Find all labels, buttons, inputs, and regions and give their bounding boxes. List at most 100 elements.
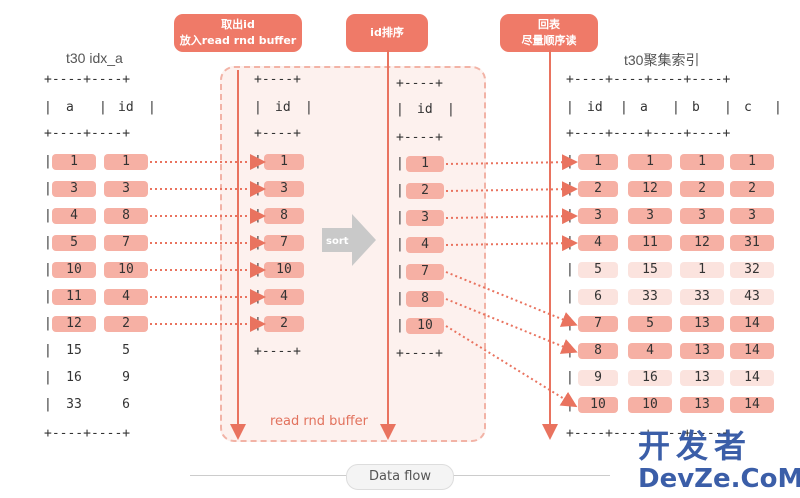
right-table-pipe: | [620, 100, 628, 115]
sorted-header-id: id [417, 102, 433, 117]
right-header-b: b [692, 100, 700, 115]
lookup-arrow [445, 208, 578, 225]
pill-line: id排序 [370, 26, 404, 39]
right-table-pipe: | [672, 100, 680, 115]
right-cell-b: 13 [680, 343, 724, 359]
left-cell-id: 4 [104, 289, 148, 305]
left-cell-a: 12 [52, 316, 96, 332]
left-cell-a: 11 [52, 289, 96, 305]
lookup-arrow [445, 181, 578, 198]
right-cell-a: 15 [628, 262, 672, 278]
left-cell-a: 16 [66, 370, 82, 385]
sorted-border-mid: +----+ [396, 130, 443, 145]
left-table-pipe: | [44, 262, 52, 277]
left-cell-id: 8 [104, 208, 148, 224]
left-table-pipe: | [148, 100, 156, 115]
right-table-pipe: | [566, 370, 574, 385]
right-header-c: c [744, 100, 752, 115]
right-cell-id: 8 [578, 343, 618, 359]
left-cell-a: 3 [52, 181, 96, 197]
sorted-pipe: | [396, 156, 404, 171]
buffer-cell-id: 8 [264, 208, 304, 224]
sorted-pipe: | [396, 291, 404, 306]
sorted-pipe: | [396, 102, 404, 117]
sorted-cell-id: 2 [406, 183, 444, 199]
left-cell-a: 5 [52, 235, 96, 251]
left-cell-a: 1 [52, 154, 96, 170]
right-cell-id: 7 [578, 316, 618, 332]
left-table-border-top: +----+----+ [44, 72, 131, 87]
lookup-arrow [445, 271, 578, 327]
buffer-cell-id: 2 [264, 316, 304, 332]
buffer-border-mid: +----+ [254, 126, 301, 141]
right-cell-c: 14 [730, 397, 774, 413]
buffer-cell-id: 3 [264, 181, 304, 197]
buffer-cell-id: 10 [264, 262, 304, 278]
step-lookup-pill: 回表 尽量顺序读 [500, 14, 598, 52]
right-cell-a: 16 [628, 370, 672, 386]
buffer-header-id: id [275, 100, 291, 115]
right-table-border-mid: +----+----+----+----+ [566, 126, 731, 141]
buffer-pipe: | [305, 100, 313, 115]
buffer-cell-id: 7 [264, 235, 304, 251]
right-cell-a: 1 [628, 154, 672, 170]
right-header-a: a [640, 100, 648, 115]
left-table-pipe: | [44, 343, 52, 358]
pill-line: 放入read rnd buffer [179, 34, 297, 47]
left-table-border-bottom: +----+----+ [44, 426, 131, 441]
sorted-pipe: | [396, 237, 404, 252]
pill-line: 尽量顺序读 [521, 34, 577, 47]
right-cell-a: 5 [628, 316, 672, 332]
right-cell-id: 3 [578, 208, 618, 224]
lookup-arrow [445, 235, 578, 252]
left-table-pipe: | [44, 370, 52, 385]
sort-label: sort [326, 236, 349, 247]
right-cell-b: 13 [680, 397, 724, 413]
right-header-id: id [587, 100, 603, 115]
sorted-pipe: | [396, 183, 404, 198]
left-cell-a: 4 [52, 208, 96, 224]
right-cell-id: 2 [578, 181, 618, 197]
right-cell-id: 4 [578, 235, 618, 251]
right-cell-c: 14 [730, 343, 774, 359]
left-cell-a: 15 [66, 343, 82, 358]
right-cell-id: 6 [578, 289, 618, 305]
right-table-border-bottom: +----+----+----+----+ [566, 426, 731, 441]
data-flow-label: Data flow [346, 464, 454, 490]
right-cell-c: 1 [730, 154, 774, 170]
left-table-pipe: | [44, 235, 52, 250]
pill-line: 取出id [221, 18, 255, 31]
left-table-pipe: | [44, 154, 52, 169]
buffer-border-top: +----+ [254, 72, 301, 87]
left-table-pipe: | [44, 289, 52, 304]
right-cell-c: 14 [730, 316, 774, 332]
right-table-pipe: | [774, 100, 782, 115]
left-header-a: a [66, 100, 74, 115]
right-cell-b: 33 [680, 289, 724, 305]
right-cell-b: 12 [680, 235, 724, 251]
sorted-border-bottom: +----+ [396, 346, 443, 361]
left-table-pipe: | [44, 100, 52, 115]
right-cell-id: 9 [578, 370, 618, 386]
right-cell-c: 14 [730, 370, 774, 386]
left-cell-a: 10 [52, 262, 96, 278]
sorted-cell-id: 10 [406, 318, 444, 334]
pill-line: 回表 [538, 18, 560, 31]
left-table-pipe: | [44, 208, 52, 223]
right-cell-b: 2 [680, 181, 724, 197]
sorted-pipe: | [447, 102, 455, 117]
left-cell-id: 2 [104, 316, 148, 332]
right-cell-a: 11 [628, 235, 672, 251]
sorted-cell-id: 4 [406, 237, 444, 253]
right-cell-b: 13 [680, 370, 724, 386]
sorted-border-top: +----+ [396, 76, 443, 91]
left-header-id: id [118, 100, 134, 115]
right-table-pipe: | [566, 100, 574, 115]
sorted-cell-id: 3 [406, 210, 444, 226]
right-cell-b: 1 [680, 262, 724, 278]
right-cell-b: 1 [680, 154, 724, 170]
right-cell-c: 43 [730, 289, 774, 305]
right-cell-b: 3 [680, 208, 724, 224]
buffer-cell-id: 4 [264, 289, 304, 305]
